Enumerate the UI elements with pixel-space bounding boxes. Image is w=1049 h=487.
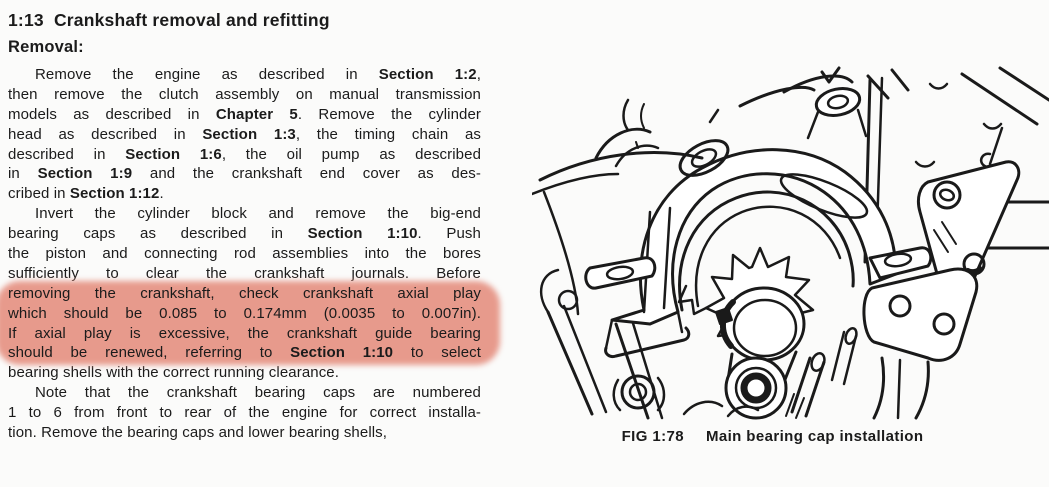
text-line: bearing caps as described in Section 1:1…	[8, 225, 481, 243]
text-line: sufficiently to clear the crankshaft jou…	[8, 264, 481, 282]
text-line: bearing shells with the correct running …	[8, 364, 340, 382]
figure-number: FIG 1:78	[621, 428, 684, 445]
figure-title: Main bearing cap installation	[705, 428, 924, 445]
text-line: removing the crankshaft, check crankshaf…	[8, 284, 481, 302]
text-line: then remove the clutch assembly on manua…	[8, 85, 481, 103]
section-heading: 1:13 Crankshaft removal and refitting	[8, 10, 330, 30]
figure-caption: FIG 1:78 Main bearing cap installation	[532, 428, 1013, 445]
text-line: the piston and connecting rod assemblies…	[8, 245, 481, 263]
highlight-annotation: removing the crankshaft, check crankshaf…	[8, 284, 481, 364]
text-line: in Section 1:9 and the crankshaft end co…	[8, 165, 481, 183]
text-line: should be renewed, referring to Section …	[8, 344, 482, 362]
text-column: 1:13 Crankshaft removal and refitting Re…	[8, 9, 481, 443]
removal-subheading: Removal:	[8, 38, 84, 56]
text-line: models as described in Chapter 5. Remove…	[8, 105, 481, 123]
text-line: which should be 0.085 to 0.174mm (0.0035…	[8, 304, 481, 322]
figure-illustration	[532, 66, 1049, 420]
text-line: If axial play is excessive, the cranksha…	[8, 324, 481, 342]
text-line: 1 to 6 from front to rear of the engine …	[8, 404, 481, 422]
text-line: Remove the engine as described in Sectio…	[35, 66, 481, 83]
text-line: described in Section 1:6, the oil pump a…	[8, 145, 482, 163]
text-line: head as described in Section 1:3, the ti…	[8, 125, 481, 143]
paragraphs: Remove the engine as described in Sectio…	[8, 65, 481, 443]
text-line: tion. Remove the bearing caps and lower …	[8, 424, 388, 442]
text-line: Invert the cylinder block and remove the…	[35, 205, 481, 223]
text-line: Note that the crankshaft bearing caps ar…	[35, 384, 481, 402]
figure-block: FIG 1:78 Main bearing cap installation	[532, 62, 1049, 458]
text-line: cribed in Section 1:12.	[8, 185, 164, 203]
